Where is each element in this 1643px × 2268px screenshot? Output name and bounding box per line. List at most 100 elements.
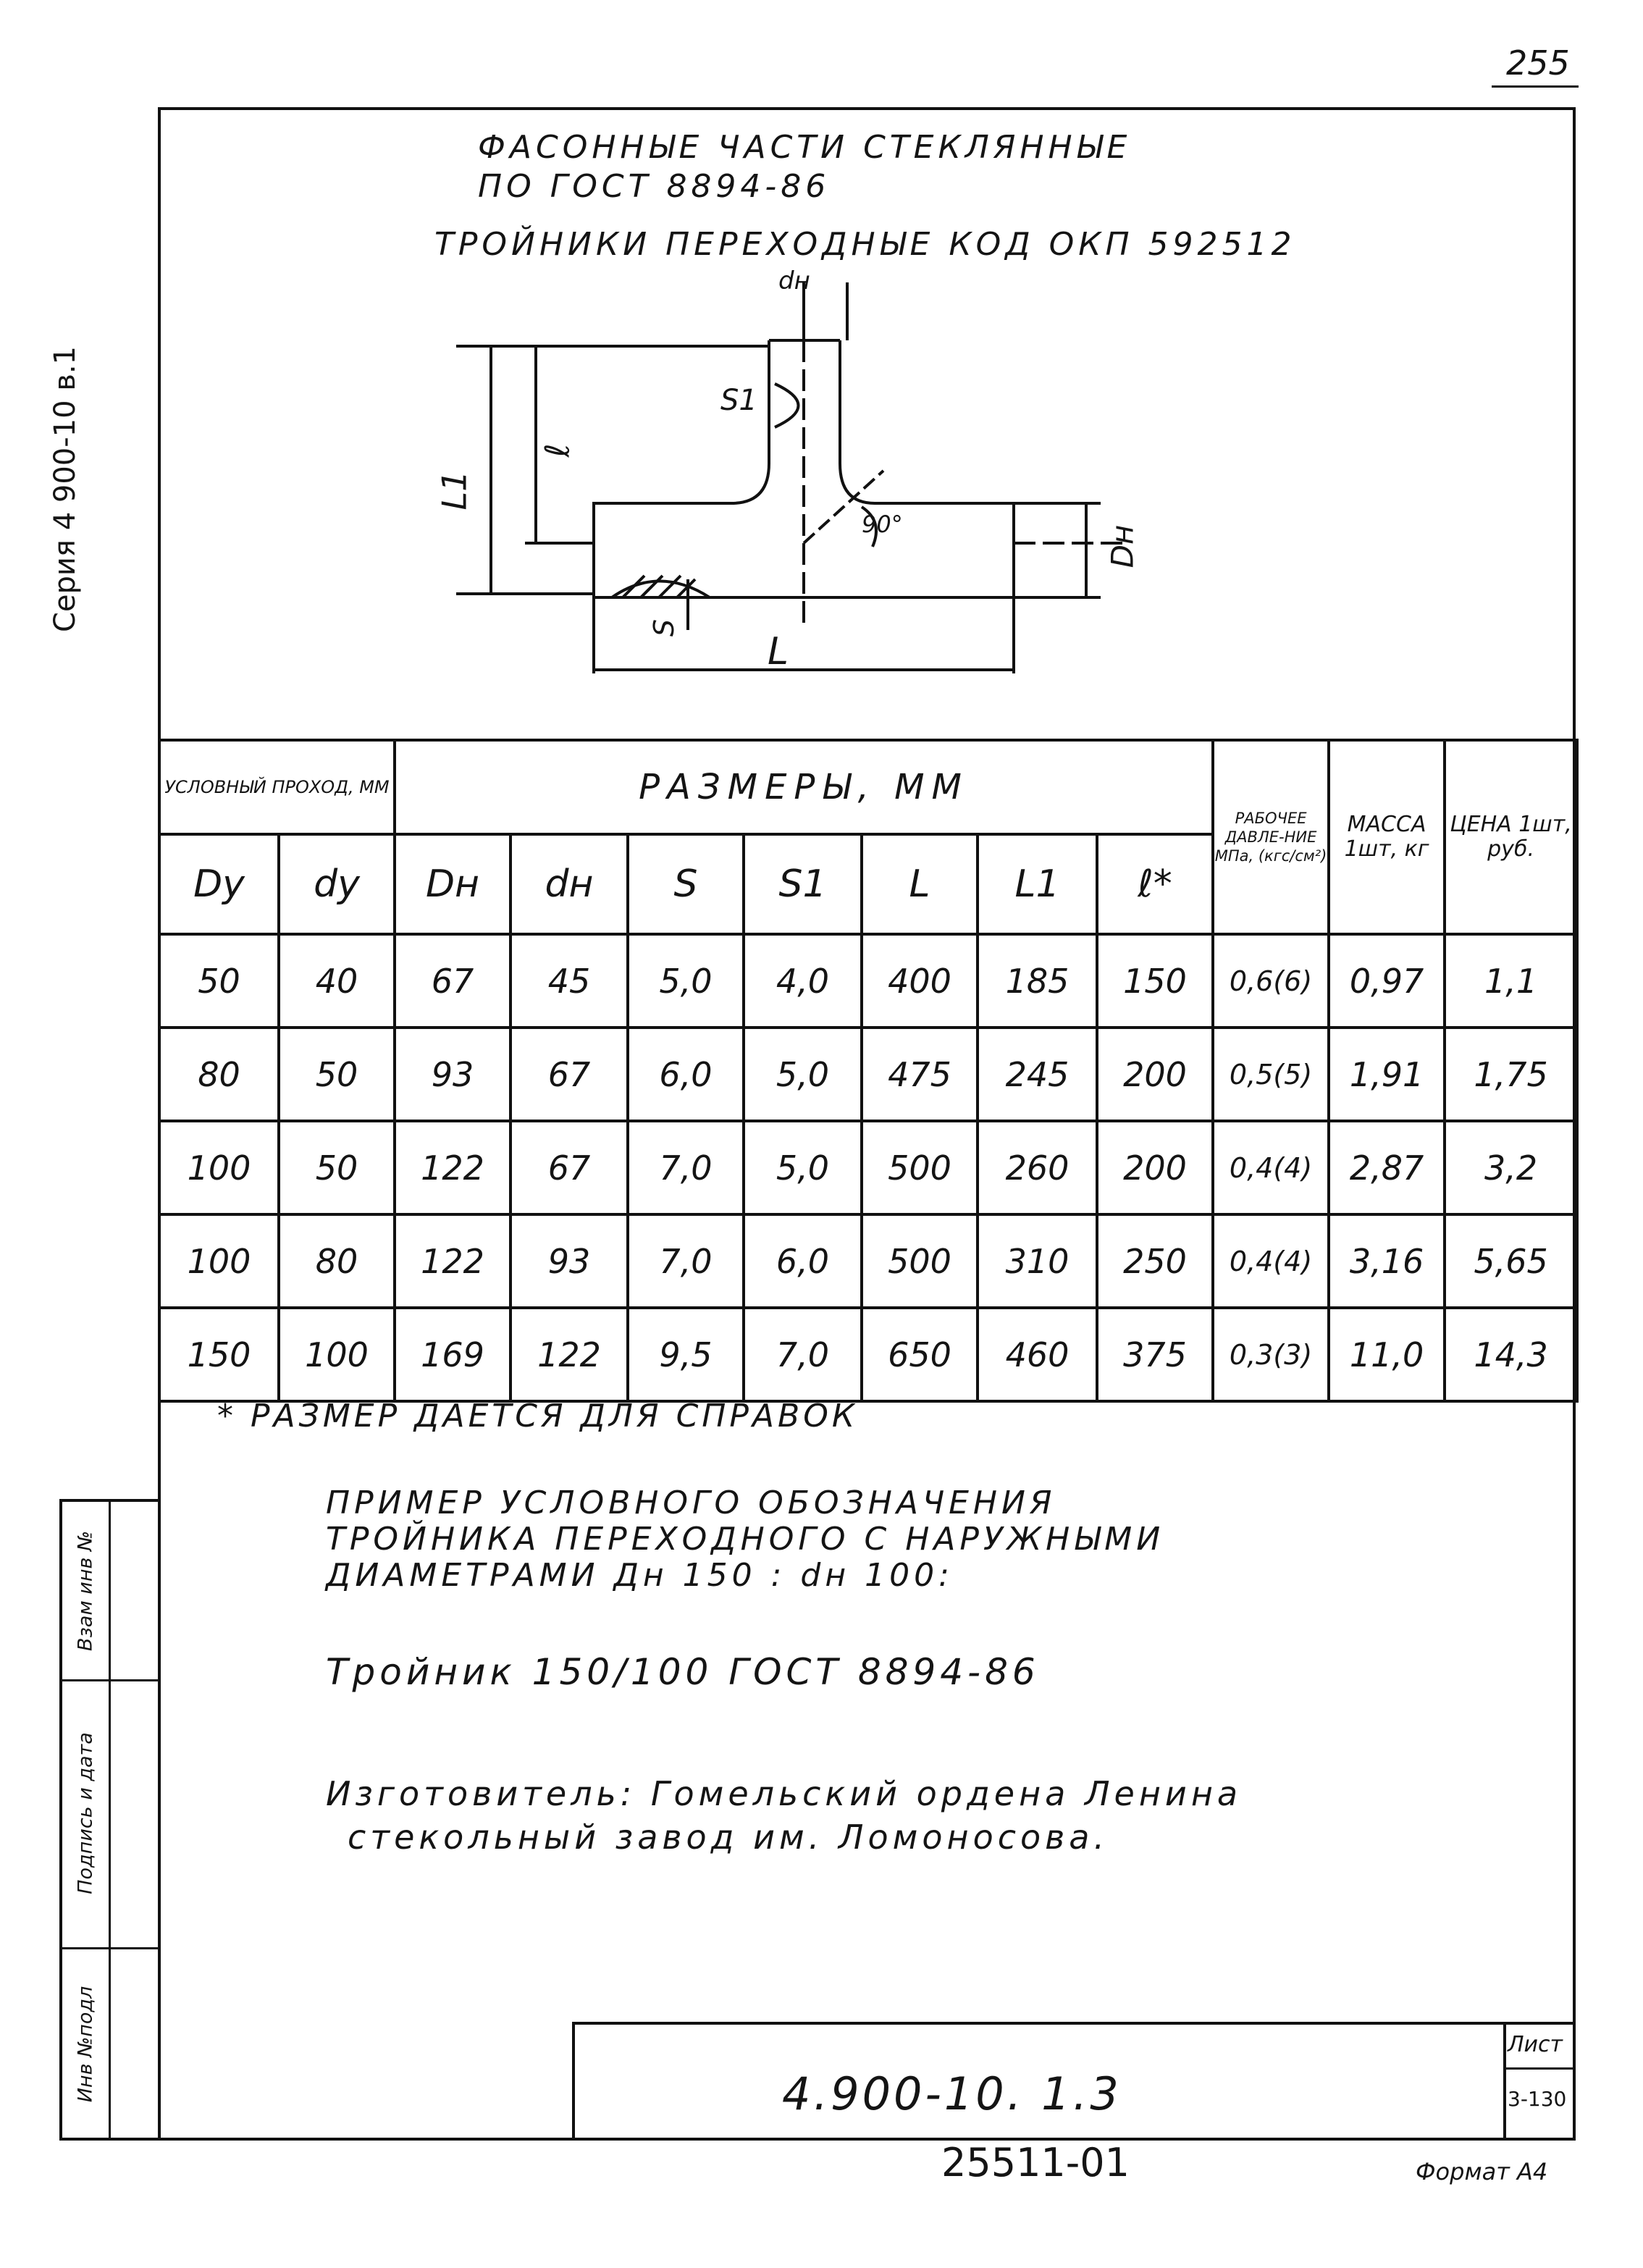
- stamp-label-podpis: Подпись и дата: [74, 1732, 97, 1894]
- table-row: 150 100 169 122 9,5 7,0 650 460 375 0,3(…: [158, 1306, 1579, 1403]
- table-cell: 1,1: [1443, 933, 1579, 1029]
- table-cell: 475: [860, 1026, 979, 1122]
- spec-table: УСЛОВНЫЙ ПРОХОД, ММ РАЗМЕРЫ, ММ РАБОЧЕЕ …: [158, 739, 1579, 1403]
- table-cell: 460: [976, 1306, 1098, 1403]
- col-header: Dн: [393, 833, 512, 936]
- table-cell: 11,0: [1327, 1306, 1447, 1403]
- col-header: L: [860, 833, 979, 936]
- table-cell: 250: [1095, 1213, 1215, 1309]
- table-cell: 7,0: [626, 1120, 745, 1216]
- title-line-2: ПО ГОСТ 8894-86: [478, 168, 831, 205]
- table-cell: 5,0: [626, 933, 745, 1029]
- table-cell: 67: [509, 1120, 629, 1216]
- stamp-label-vzam: Взам инв №: [74, 1530, 97, 1651]
- table-row: 100 80 122 93 7,0 6,0 500 310 250 0,4(4)…: [158, 1213, 1579, 1309]
- table-cell: 122: [393, 1120, 512, 1216]
- title-line-1: ФАСОННЫЕ ЧАСТИ СТЕКЛЯННЫЕ: [478, 129, 1132, 166]
- header-price: ЦЕНА 1шт, руб.: [1443, 739, 1579, 936]
- table-cell: 14,3: [1443, 1306, 1579, 1403]
- table-cell: 80: [158, 1026, 280, 1122]
- header-conditional-bore: УСЛОВНЫЙ ПРОХОД, ММ: [158, 739, 396, 836]
- col-header: dн: [509, 833, 629, 936]
- table-cell: 0,6(6): [1211, 933, 1331, 1029]
- table-cell: 9,5: [626, 1306, 745, 1403]
- example-line-3: ДИАМЕТРАМИ Дн 150 : dн 100:: [326, 1557, 954, 1594]
- table-cell: 80: [277, 1213, 396, 1309]
- sheet-label: Лист: [1508, 2032, 1563, 2057]
- table-cell: 6,0: [742, 1213, 863, 1309]
- table-cell: 6,0: [626, 1026, 745, 1122]
- example-designation: Тройник 150/100 ГОСТ 8894-86: [326, 1651, 1040, 1693]
- table-cell: 1,91: [1327, 1026, 1447, 1122]
- table-cell: 0,4(4): [1211, 1213, 1331, 1309]
- wall-section-top: [774, 382, 800, 429]
- manufacturer-line-2: стекольный завод им. Ломоносова.: [348, 1818, 1109, 1857]
- page-number: 255: [1506, 43, 1570, 83]
- table-cell: 93: [509, 1213, 629, 1309]
- table-cell: 500: [860, 1213, 979, 1309]
- table-cell: 185: [976, 933, 1098, 1029]
- doc-number: 25511-01: [941, 2140, 1130, 2185]
- table-cell: 5,0: [742, 1026, 863, 1122]
- header-pressure: РАБОЧЕЕ ДАВЛЕ-НИЕ МПа, (кгс/см²): [1211, 739, 1331, 936]
- table-cell: 7,0: [626, 1213, 745, 1309]
- table-cell: 5,0: [742, 1120, 863, 1216]
- footnote: * РАЗМЕР ДАЕТСЯ ДЛЯ СПРАВОК: [217, 1398, 859, 1435]
- title-line-3: ТРОЙНИКИ ПЕРЕХОДНЫЕ КОД ОКП 592512: [434, 226, 1296, 263]
- table-cell: 169: [393, 1306, 512, 1403]
- sheet-cell-rule: [1503, 2067, 1576, 2070]
- label-s: S: [648, 618, 681, 637]
- wall-section-bottom: [607, 579, 715, 599]
- table-cell: 0,5(5): [1211, 1026, 1331, 1122]
- header-mass: МАССА 1шт, кг: [1327, 739, 1447, 936]
- stamp-cell-vzam: Взам инв №: [62, 1502, 158, 1681]
- table-cell: 150: [1095, 933, 1215, 1029]
- table-row: 80 50 93 67 6,0 5,0 475 245 200 0,5(5) 1…: [158, 1026, 1579, 1122]
- table-cell: 93: [393, 1026, 512, 1122]
- table-cell: 40: [277, 933, 396, 1029]
- label-dn-top: dн: [778, 266, 810, 295]
- table-cell: 45: [509, 933, 629, 1029]
- sheet-cell-divider: [1503, 2022, 1506, 2141]
- stamp-cell-podpis: Подпись и дата: [62, 1679, 158, 1949]
- example-line-1: ПРИМЕР УСЛОВНОГО ОБОЗНАЧЕНИЯ: [326, 1484, 1056, 1521]
- table-cell: 260: [976, 1120, 1098, 1216]
- title-block-code: 4.900-10. 1.3: [782, 2067, 1122, 2120]
- table-cell: 50: [277, 1026, 396, 1122]
- col-header: ℓ*: [1095, 833, 1215, 936]
- table-cell: 500: [860, 1120, 979, 1216]
- table-cell: 200: [1095, 1120, 1215, 1216]
- col-header: dу: [277, 833, 396, 936]
- col-header: S1: [742, 833, 863, 936]
- label-s1: S1: [720, 384, 757, 417]
- table-cell: 100: [158, 1120, 280, 1216]
- table-cell: 2,87: [1327, 1120, 1447, 1216]
- label-l-small: ℓ: [537, 443, 577, 458]
- table-cell: 122: [393, 1213, 512, 1309]
- table-cell: 50: [158, 933, 280, 1029]
- label-angle: 90°: [862, 511, 903, 538]
- stamp-column: Взам инв № Подпись и дата Инв №подл: [59, 1499, 158, 2141]
- table-cell: 100: [158, 1213, 280, 1309]
- table-cell: 3,2: [1443, 1120, 1579, 1216]
- stamp-cell-inv: Инв №подл: [62, 1947, 158, 2141]
- table-cell: 100: [277, 1306, 396, 1403]
- stamp-label-inv: Инв №подл: [74, 1986, 97, 2102]
- label-l-bottom: L: [768, 630, 789, 673]
- table-cell: 7,0: [742, 1306, 863, 1403]
- table-cell: 200: [1095, 1026, 1215, 1122]
- table-cell: 122: [509, 1306, 629, 1403]
- tee-outline: [592, 340, 1015, 599]
- manufacturer-line-1: Изготовитель: Гомельский ордена Ленина: [326, 1774, 1243, 1813]
- table-cell: 50: [277, 1120, 396, 1216]
- table-cell: 0,3(3): [1211, 1306, 1331, 1403]
- col-header: Dу: [158, 833, 280, 936]
- col-header: S: [626, 833, 745, 936]
- table-cell: 150: [158, 1306, 280, 1403]
- label-dn-right: Dн: [1104, 524, 1140, 568]
- table-row: 50 40 67 45 5,0 4,0 400 185 150 0,6(6) 0…: [158, 933, 1579, 1029]
- table-cell: 5,65: [1443, 1213, 1579, 1309]
- table-cell: 245: [976, 1026, 1098, 1122]
- table-cell: 400: [860, 933, 979, 1029]
- table-cell: 67: [393, 933, 512, 1029]
